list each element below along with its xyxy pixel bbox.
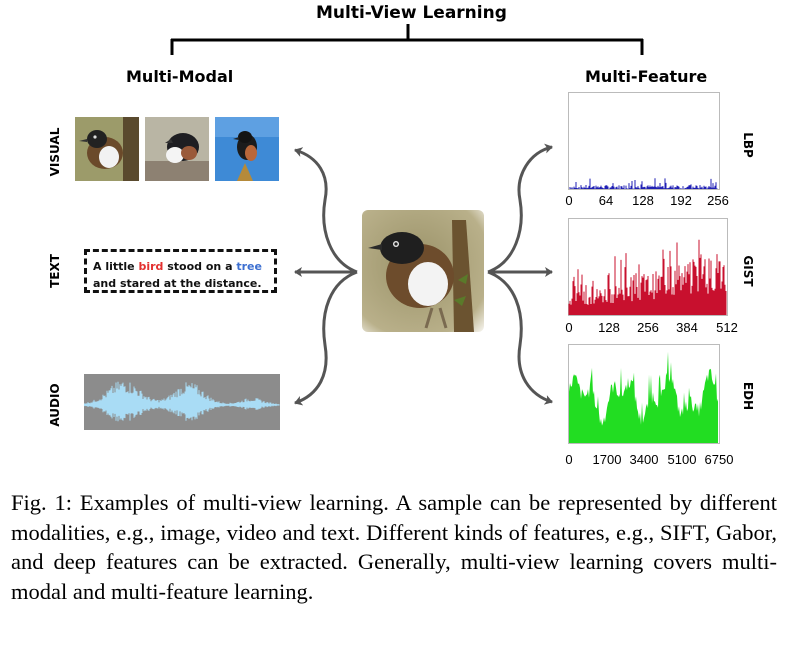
gist-label: GIST xyxy=(741,255,755,287)
gist-tick: 384 xyxy=(676,320,698,335)
gist-histogram xyxy=(568,218,728,316)
bird-thumbnail-2 xyxy=(145,117,209,181)
audio-waveform xyxy=(84,374,280,430)
highlight-bird: bird xyxy=(138,260,164,273)
edh-chart-svg xyxy=(568,344,720,444)
center-bird-image xyxy=(362,210,484,332)
edh-label: EDH xyxy=(741,381,755,411)
lbp-tick: 192 xyxy=(670,193,692,208)
gist-tick: 0 xyxy=(565,320,573,335)
lbp-tick: 256 xyxy=(707,193,729,208)
lbp-label: LBP xyxy=(741,132,755,158)
edh-tick: 0 xyxy=(565,452,573,467)
multi-feature-heading: Multi-Feature xyxy=(585,67,708,86)
text-label: TEXT xyxy=(48,254,62,288)
gist-tick: 512 xyxy=(716,320,738,335)
edh-tick: 5100 xyxy=(667,452,697,467)
gist-tick: 256 xyxy=(637,320,659,335)
connectors xyxy=(170,24,644,406)
lbp-chart-svg xyxy=(568,92,720,190)
left-arrows xyxy=(294,147,358,406)
waveform-graphic xyxy=(84,381,280,422)
text-line-1: A little bird stood on a tree xyxy=(93,260,262,273)
gist-tick: 128 xyxy=(598,320,620,335)
bird-thumbnail-3 xyxy=(215,117,279,181)
diagram-title: Multi-View Learning xyxy=(316,3,507,23)
figure-caption: Fig. 1: Examples of multi-view learning.… xyxy=(11,488,777,606)
edh-tick: 1700 xyxy=(592,452,622,467)
bird-thumbnail-1 xyxy=(75,117,139,181)
multi-modal-heading: Multi-Modal xyxy=(126,67,234,86)
highlight-tree: tree xyxy=(236,260,262,273)
edh-tick: 3400 xyxy=(629,452,659,467)
text-line-2: and stared at the distance. xyxy=(93,277,262,290)
audio-label: AUDIO xyxy=(48,383,62,427)
caption-text: Examples of multi-view learning. A sampl… xyxy=(11,490,777,604)
lbp-tick: 64 xyxy=(598,193,614,208)
multi-view-diagram: Multi-View Learning Multi-Modal Multi-Fe… xyxy=(48,3,755,467)
lbp-histogram xyxy=(568,92,720,190)
text-sample-box: A little bird stood on a tree and stared… xyxy=(84,249,277,293)
lbp-tick: 128 xyxy=(632,193,654,208)
right-arrows xyxy=(487,143,553,405)
visual-label: VISUAL xyxy=(48,127,62,177)
edh-tick: 6750 xyxy=(704,452,734,467)
title-bracket xyxy=(170,24,644,55)
lbp-tick: 0 xyxy=(565,193,573,208)
caption-label: Fig. 1: xyxy=(11,490,72,515)
edh-histogram xyxy=(568,344,720,444)
gist-chart-svg xyxy=(568,218,728,316)
